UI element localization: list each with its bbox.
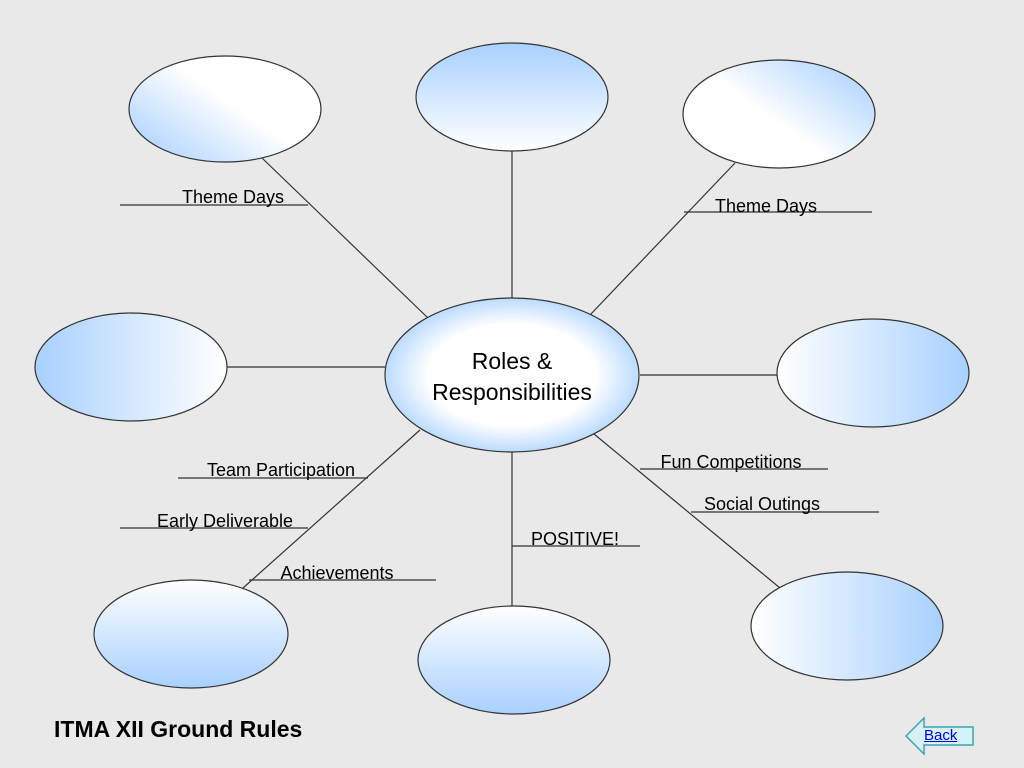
label-positive: POSITIVE!	[531, 529, 619, 549]
label-fun-competitions: Fun Competitions	[660, 452, 801, 472]
label-social-outings: Social Outings	[704, 494, 820, 514]
label-achievements: Achievements	[280, 563, 393, 583]
bubble-top-left	[128, 55, 322, 163]
connector-line	[261, 157, 429, 319]
center-label-line1: Roles &	[472, 348, 553, 374]
connector-line	[593, 433, 781, 589]
slide-title: ITMA XII Ground Rules	[54, 716, 303, 742]
center-bubble	[384, 297, 640, 453]
connector-line	[242, 429, 421, 589]
label-early-deliverable: Early Deliverable	[157, 511, 293, 531]
bubble-bottom-right	[750, 571, 944, 681]
label-theme-days-right: Theme Days	[715, 196, 817, 216]
back-arrow-icon	[904, 716, 974, 756]
label-team-participation: Team Participation	[207, 460, 355, 480]
back-link[interactable]: Back	[924, 727, 958, 744]
back-button[interactable]: Back	[904, 716, 976, 756]
bubble-left	[34, 312, 228, 422]
bubble-top	[415, 42, 609, 152]
bubble-top-right	[682, 59, 876, 169]
connector-line	[589, 162, 736, 316]
bubble-right	[776, 318, 970, 428]
label-theme-days-left: Theme Days	[182, 187, 284, 207]
center-label-line2: Responsibilities	[432, 379, 592, 405]
bubble-bottom-left	[93, 579, 289, 689]
bubble-bottom	[417, 605, 611, 715]
